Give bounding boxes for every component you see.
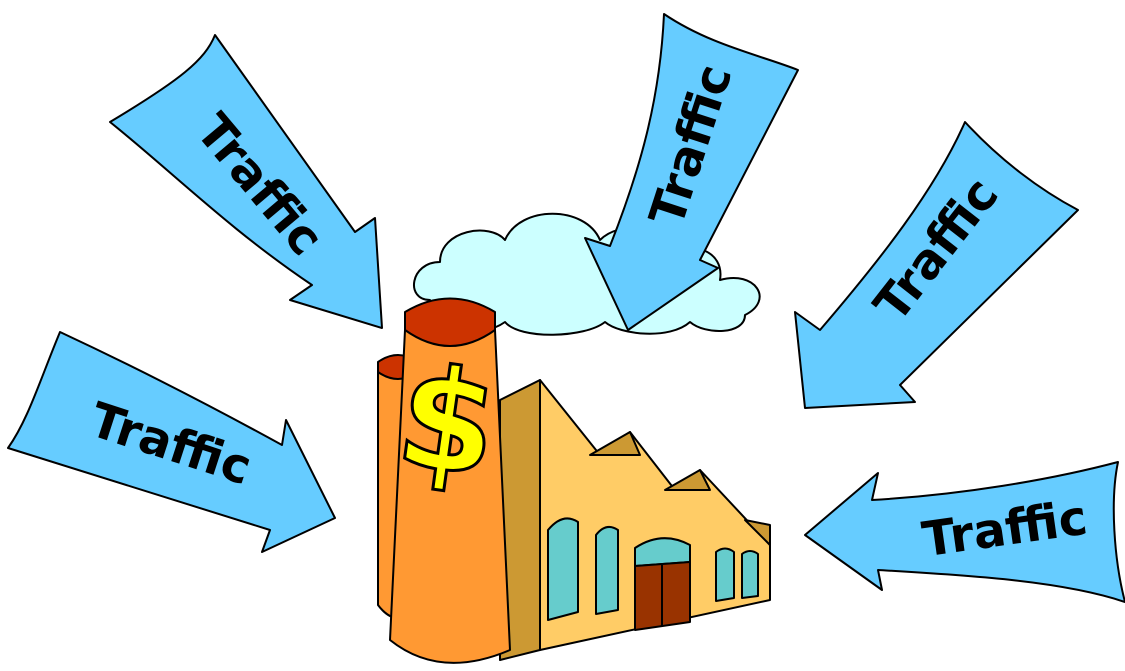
window	[595, 525, 619, 615]
factory-windows	[547, 517, 759, 621]
traffic-arrow-top-left: Traffic	[109, 34, 383, 329]
traffic-arrow-top-center: Traffic	[584, 13, 799, 331]
factory-icon: $	[377, 297, 771, 664]
arrow-icon	[794, 121, 1079, 409]
traffic-arrow-right: Traffic	[804, 461, 1125, 603]
front-chimney	[389, 297, 511, 664]
window	[715, 547, 735, 602]
window	[741, 550, 759, 599]
arrow-icon	[7, 331, 336, 553]
window	[547, 517, 579, 621]
dollar-sign-icon: $	[388, 335, 507, 510]
factory-door	[634, 537, 691, 631]
cloud-icon	[413, 212, 761, 336]
traffic-arrow-top-right: Traffic	[794, 121, 1079, 409]
arrow-icon	[804, 461, 1125, 603]
arrow-icon	[109, 34, 383, 329]
traffic-arrow-left: Traffic	[7, 331, 336, 553]
arrow-icon	[584, 13, 799, 331]
